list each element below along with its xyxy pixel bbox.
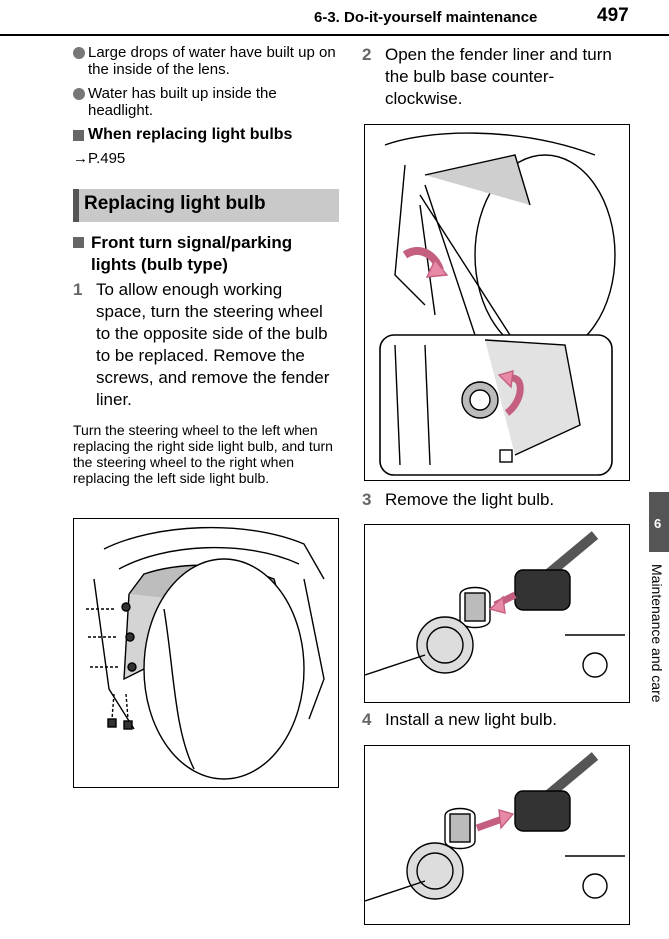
chapter-label: Maintenance and care [649, 564, 669, 744]
install-bulb-illustration [364, 745, 630, 925]
section-title: 6-3. Do-it-yourself maintenance [314, 9, 538, 26]
step-1: 1 To allow enough working space, turn th… [73, 279, 335, 411]
step-3: 3 Remove the light bulb. [362, 489, 624, 511]
chapter-title: Maintenance and care [649, 564, 665, 703]
step-number: 2 [362, 45, 372, 64]
bulb-base-illustration [364, 124, 630, 481]
item-heading: Front turn signal/parking lights (bulb t… [73, 232, 333, 276]
chapter-tab[interactable]: 6 [649, 492, 669, 552]
step-text: Open the fender liner and turn the bulb … [385, 45, 612, 108]
step-4: 4 Install a new light bulb. [362, 709, 624, 731]
step-number: 3 [362, 490, 372, 509]
sub-heading: When replacing light bulbs [73, 126, 292, 144]
square-bullet-icon [73, 237, 84, 248]
page-number: 497 [597, 5, 629, 26]
section-bar: Replacing light bulb [73, 189, 339, 222]
bullet-dot-icon [73, 88, 85, 100]
remove-bulb-illustration [364, 524, 630, 703]
fender-liner-illustration [73, 518, 339, 788]
sub-heading-text: When replacing light bulbs [88, 126, 293, 143]
step-text: Remove the light bulb. [385, 490, 555, 509]
bullet-item: Water has built up inside the headlight. [73, 85, 343, 119]
note-text: Turn the steering wheel to the left when… [73, 422, 333, 486]
item-heading-text: Front turn signal/parking lights (bulb t… [91, 233, 293, 274]
header-rule [0, 34, 669, 36]
page-reference: →P.495 [73, 150, 126, 167]
step-text: To allow enough working space, turn the … [96, 280, 330, 409]
square-bullet-icon [73, 129, 84, 141]
step-number: 1 [73, 280, 83, 299]
step-text: Install a new light bulb. [385, 710, 557, 729]
step-2: 2 Open the fender liner and turn the bul… [362, 44, 624, 110]
bullet-item: Large drops of water have built up on th… [73, 44, 343, 78]
bullet-text: Large drops of water have built up on th… [88, 44, 336, 78]
bullet-text: Water has built up inside the headlight. [88, 85, 277, 119]
bullet-dot-icon [73, 47, 85, 59]
step-number: 4 [362, 710, 372, 729]
section-bar-title: Replacing light bulb [84, 193, 266, 214]
chapter-number: 6 [654, 516, 662, 531]
